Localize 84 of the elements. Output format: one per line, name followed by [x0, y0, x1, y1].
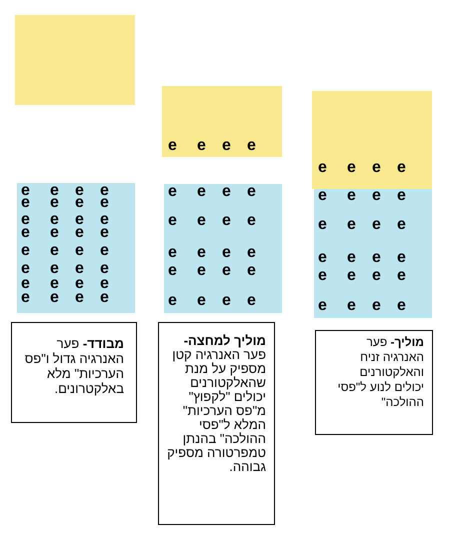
- electron-label: e: [222, 184, 231, 200]
- description-text: מוליך למחצה- פער האנרגיה קטן מספיק על מנת שהאלקטורנים יכולים "לקפוץ" מ"פס הערכיות" המלא ל"פסי ההולכה" בהנתן טמפרטורה מספיק גבוהה.: [166, 334, 266, 474]
- electron-label: e: [347, 160, 356, 176]
- electron-label: e: [247, 263, 256, 279]
- electron-label: e: [168, 263, 177, 279]
- electron-label: e: [100, 212, 109, 228]
- electron-label: e: [168, 293, 177, 309]
- electron-label: e: [247, 184, 256, 200]
- electron-label: e: [75, 290, 84, 306]
- electron-label: e: [397, 250, 406, 266]
- electron-label: e: [21, 290, 30, 306]
- electron-label: e: [318, 268, 327, 284]
- electron-label: e: [222, 293, 231, 309]
- conduction-band: [15, 15, 135, 105]
- electron-label: e: [347, 268, 356, 284]
- electron-label: e: [75, 225, 84, 241]
- electron-label: e: [397, 188, 406, 204]
- electron-label: e: [372, 250, 381, 266]
- electron-label: e: [21, 243, 30, 259]
- electron-label: e: [247, 213, 256, 229]
- electron-label: e: [75, 243, 84, 259]
- electron-label: e: [318, 250, 327, 266]
- electron-label: e: [168, 184, 177, 200]
- valence-band: [17, 183, 135, 313]
- electron-label: e: [100, 276, 109, 292]
- conduction-band: [312, 91, 432, 189]
- electron-label: e: [197, 138, 206, 154]
- electron-label: e: [318, 160, 327, 176]
- electron-label: e: [50, 225, 59, 241]
- electron-label: e: [397, 298, 406, 314]
- electron-label: e: [397, 160, 406, 176]
- electron-label: e: [397, 268, 406, 284]
- electron-label: e: [75, 261, 84, 277]
- electron-label: e: [318, 298, 327, 314]
- electron-label: e: [347, 217, 356, 233]
- electron-label: e: [75, 212, 84, 228]
- description-panel: [158, 322, 275, 525]
- electron-label: e: [100, 225, 109, 241]
- electron-label: e: [197, 293, 206, 309]
- electron-label: e: [197, 213, 206, 229]
- electron-label: e: [397, 217, 406, 233]
- electron-label: e: [21, 276, 30, 292]
- electron-label: e: [247, 293, 256, 309]
- electron-label: e: [50, 290, 59, 306]
- electron-label: e: [21, 261, 30, 277]
- electron-label: e: [347, 188, 356, 204]
- electron-label: e: [197, 184, 206, 200]
- electron-label: e: [372, 160, 381, 176]
- electron-label: e: [222, 263, 231, 279]
- electron-label: e: [318, 188, 327, 204]
- electron-label: e: [372, 217, 381, 233]
- description-text: מבודד- פער האנרגיה גדול ו"פס הערכיות" מלא באלקטרונים.: [24, 336, 124, 396]
- electron-label: e: [222, 213, 231, 229]
- valence-band: [314, 189, 432, 318]
- electron-label: e: [50, 212, 59, 228]
- electron-label: e: [372, 298, 381, 314]
- electron-label: e: [222, 245, 231, 261]
- valence-band: [164, 184, 282, 313]
- electron-label: e: [50, 276, 59, 292]
- electron-label: e: [21, 212, 30, 228]
- electron-label: e: [372, 268, 381, 284]
- electron-label: e: [100, 290, 109, 306]
- electron-label: e: [100, 261, 109, 277]
- electron-label: e: [372, 188, 381, 204]
- electron-label: e: [100, 243, 109, 259]
- electron-label: e: [168, 213, 177, 229]
- electron-label: e: [347, 250, 356, 266]
- electron-label: e: [347, 298, 356, 314]
- electron-label: e: [75, 276, 84, 292]
- electron-label: e: [50, 261, 59, 277]
- electron-label: e: [247, 138, 256, 154]
- electron-label: e: [222, 138, 231, 154]
- electron-label: e: [21, 225, 30, 241]
- electron-label: e: [168, 138, 177, 154]
- electron-label: e: [247, 245, 256, 261]
- electron-label: e: [197, 245, 206, 261]
- electron-label: e: [318, 217, 327, 233]
- description-text: מוליך- פער האנרגיה זניח והאלקטורנים יכולים לנוע ל"פסי ההולכה": [336, 335, 424, 410]
- electron-label: e: [50, 243, 59, 259]
- description-panel: [11, 322, 137, 423]
- electron-label: e: [197, 263, 206, 279]
- conduction-band: [162, 86, 282, 157]
- electron-label: e: [168, 245, 177, 261]
- description-panel: [315, 330, 433, 435]
